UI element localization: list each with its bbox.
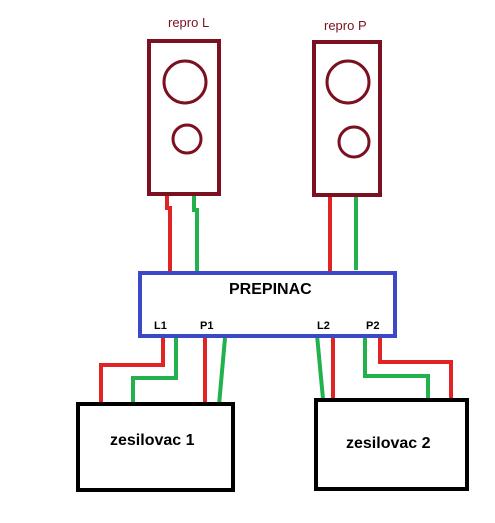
amplifier-2-body bbox=[314, 398, 469, 491]
port-label-p2: P2 bbox=[366, 320, 379, 332]
switch-box: PREPINAC L1 P1 L2 P2 bbox=[138, 271, 397, 338]
speaker-right-body bbox=[312, 40, 382, 197]
switch-body bbox=[138, 271, 397, 338]
wire-l1-green bbox=[131, 335, 178, 403]
amplifier-1: zesilovac 1 bbox=[76, 402, 235, 492]
wire-p2-green bbox=[363, 335, 430, 399]
amplifier-1-label: zesilovac 1 bbox=[110, 432, 195, 449]
speaker-left-tweeter bbox=[171, 123, 203, 155]
speaker-left-woofer bbox=[162, 59, 208, 105]
wire-p1-green bbox=[217, 337, 227, 406]
speaker-right: repro P bbox=[312, 18, 382, 197]
speaker-right-tweeter bbox=[337, 125, 371, 159]
amplifier-1-body bbox=[76, 402, 235, 492]
wire-p2-red bbox=[378, 335, 453, 399]
speaker-right-label: repro P bbox=[324, 18, 367, 33]
speaker-left-body bbox=[147, 39, 221, 196]
wire-repro-l-red bbox=[165, 193, 172, 272]
wire-l2-green bbox=[315, 334, 325, 400]
port-label-p1: P1 bbox=[200, 320, 213, 332]
wire-l1-red bbox=[99, 335, 165, 403]
speaker-right-woofer bbox=[325, 59, 371, 105]
port-label-l1: L1 bbox=[154, 320, 167, 332]
speaker-left: repro L bbox=[147, 15, 221, 196]
switch-title: PREPINAC bbox=[229, 281, 312, 298]
amplifier-2-label: zesilovac 2 bbox=[346, 435, 431, 452]
wire-repro-l-green bbox=[192, 193, 199, 272]
port-label-l2: L2 bbox=[317, 320, 330, 332]
amplifier-wires bbox=[99, 334, 453, 406]
amplifier-2: zesilovac 2 bbox=[314, 398, 469, 491]
speaker-wires bbox=[165, 193, 358, 272]
speaker-left-label: repro L bbox=[168, 15, 209, 30]
